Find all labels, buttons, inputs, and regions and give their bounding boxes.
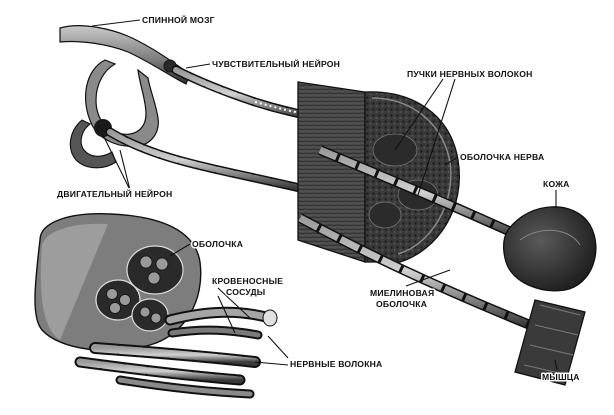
leader-lines: [91, 19, 558, 371]
fiber-bundle: [368, 201, 402, 229]
svg-text:СПИННОЙ МОЗГ: СПИННОЙ МОЗГ: [142, 14, 215, 25]
label-sensory-neuron: ЧУВСТВИТЕЛЬНЫЙ НЕЙРОН: [212, 58, 340, 69]
svg-text:МИЕЛИНОВАЯ: МИЕЛИНОВАЯ: [370, 288, 434, 298]
label-sheath: ОБОЛОЧКА: [192, 239, 243, 249]
label-nerve-fibers: НЕРВНЫЕ ВОЛОКНА: [290, 359, 382, 369]
svg-text:ДВИГАТЕЛЬНЫЙ НЕЙРОН: ДВИГАТЕЛЬНЫЙ НЕЙРОН: [57, 188, 172, 199]
fiber-to-muscle: [297, 213, 532, 330]
svg-text:МЫШЦА: МЫШЦА: [542, 372, 580, 382]
svg-text:ОБОЛОЧКА НЕРВА: ОБОЛОЧКА НЕРВА: [460, 152, 544, 162]
label-nerve-bundles: ПУЧКИ НЕРВНЫХ ВОЛОКОН: [407, 69, 533, 79]
nerve-cross-section: [34, 213, 202, 352]
fascicle: [95, 279, 141, 321]
label-blood-vessels-line2: СОСУДЫ: [226, 287, 265, 297]
svg-text:НЕРВНЫЕ ВОЛОКНА: НЕРВНЫЕ ВОЛОКНА: [290, 359, 382, 369]
motor-neuron-fiber: [105, 127, 305, 193]
svg-text:КОЖА: КОЖА: [543, 179, 570, 189]
label-blood-vessels-line1: КРОВЕНОСНЫЕ: [212, 276, 283, 286]
svg-text:ЧУВСТВИТЕЛЬНЫЙ НЕЙРОН: ЧУВСТВИТЕЛЬНЫЙ НЕЙРОН: [212, 58, 340, 69]
fascicle: [126, 245, 184, 295]
skin-tissue: [502, 206, 597, 292]
spinal-cord: [59, 25, 191, 169]
svg-text:КРОВЕНОСНЫЕ: КРОВЕНОСНЫЕ: [212, 276, 283, 286]
svg-text:ОБОЛОЧКА: ОБОЛОЧКА: [376, 299, 427, 309]
blood-vessels: [164, 306, 278, 340]
label-motor-neuron: ДВИГАТЕЛЬНЫЙ НЕЙРОН: [57, 188, 172, 199]
muscle-tissue: [514, 299, 586, 386]
label-skin: КОЖА: [543, 179, 570, 189]
labels: СПИННОЙ МОЗГ СПИННОЙ МОЗГ ЧУВСТВИТЕЛЬНЫЙ…: [56, 13, 582, 384]
fiber-to-skin: [318, 145, 523, 241]
svg-text:ОБОЛОЧКА: ОБОЛОЧКА: [192, 239, 243, 249]
label-muscle: МЫШЦА: [542, 372, 580, 382]
label-nerve-sheath: ОБОЛОЧКА НЕРВА: [460, 152, 544, 162]
nerve-fibers-bundle: [74, 342, 261, 399]
fascicle: [131, 298, 169, 332]
svg-text:СОСУДЫ: СОСУДЫ: [226, 287, 265, 297]
nerve-block: [297, 81, 460, 263]
svg-text:ПУЧКИ НЕРВНЫХ ВОЛОКОН: ПУЧКИ НЕРВНЫХ ВОЛОКОН: [407, 69, 533, 79]
label-myelin-sheath-line2: ОБОЛОЧКА: [376, 299, 427, 309]
label-myelin-sheath-line1: МИЕЛИНОВАЯ: [370, 288, 434, 298]
label-spinal-cord: СПИННОЙ МОЗГ: [142, 14, 215, 25]
